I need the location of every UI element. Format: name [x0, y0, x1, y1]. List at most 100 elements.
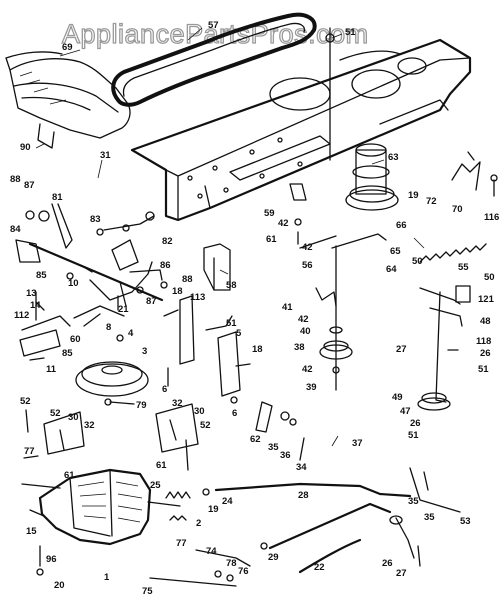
callout-60: 60: [70, 334, 81, 345]
callout-121: 121: [478, 294, 495, 305]
spring: [419, 243, 487, 263]
callout-22: 22: [314, 562, 325, 573]
drive-belt: [111, 12, 317, 107]
callout-112: 112: [14, 310, 29, 321]
callout-59: 59: [264, 208, 275, 219]
callout-24: 24: [222, 496, 233, 507]
callout-32: 32: [172, 398, 183, 409]
callout-76: 76: [238, 566, 249, 577]
callout-51: 51: [408, 430, 419, 441]
callout-38: 38: [294, 342, 305, 353]
callout-72: 72: [426, 196, 437, 207]
callout-118: 118: [476, 336, 491, 347]
callout-20: 20: [54, 580, 65, 591]
callout-26: 26: [382, 558, 393, 569]
engine-pulley: [345, 143, 399, 211]
idler-pulley: [319, 245, 353, 391]
callout-51: 51: [345, 27, 356, 38]
callout-88: 88: [10, 174, 21, 185]
callout-26: 26: [480, 348, 491, 359]
callout-52: 52: [200, 420, 211, 431]
callout-87: 87: [24, 180, 35, 191]
callout-82: 82: [162, 236, 173, 247]
callout-49: 49: [392, 392, 403, 403]
callout-83: 83: [90, 214, 101, 225]
callout-30: 30: [68, 412, 79, 423]
callout-56: 56: [302, 260, 313, 271]
callout-75: 75: [142, 586, 153, 597]
callout-57: 57: [208, 20, 219, 31]
callout-15: 15: [26, 526, 37, 537]
callout-61: 61: [266, 234, 277, 245]
callout-10: 10: [68, 278, 79, 289]
callout-19: 19: [208, 504, 219, 515]
callout-65: 65: [390, 246, 401, 257]
transaxle: [21, 468, 181, 546]
callout-87: 87: [146, 296, 157, 307]
callout-52: 52: [20, 396, 31, 407]
callout-35: 35: [408, 496, 419, 507]
callout-61: 61: [156, 460, 167, 471]
watermark-text: AppliancePartsPros.com: [62, 19, 369, 49]
callout-27: 27: [396, 568, 407, 579]
callout-2: 2: [196, 518, 201, 529]
callout-90: 90: [20, 142, 31, 153]
callout-30: 30: [194, 406, 205, 417]
callout-31: 31: [100, 150, 111, 161]
main-frame: [130, 38, 472, 222]
callout-51: 51: [226, 318, 237, 329]
callout-74: 74: [206, 546, 217, 557]
callout-26: 26: [410, 418, 421, 429]
callout-66: 66: [396, 220, 407, 231]
callout-52: 52: [50, 408, 61, 419]
callout-48: 48: [480, 316, 491, 327]
callout-27: 27: [396, 344, 407, 355]
callout-64: 64: [386, 264, 397, 275]
callout-70: 70: [452, 204, 463, 215]
callout-63: 63: [388, 152, 399, 163]
callout-4: 4: [128, 328, 134, 339]
callout-34: 34: [296, 462, 307, 473]
callout-58: 58: [226, 280, 237, 291]
clutch-linkage: [15, 203, 168, 302]
callout-40: 40: [300, 326, 311, 337]
leader-lines: [35, 27, 425, 447]
callout-77: 77: [176, 538, 187, 549]
callout-11: 11: [46, 364, 57, 375]
callout-29: 29: [268, 552, 279, 563]
callout-32: 32: [84, 420, 95, 431]
callout-62: 62: [250, 434, 261, 445]
callout-1: 1: [104, 572, 110, 583]
callout-5: 5: [236, 328, 242, 339]
callout-42: 42: [302, 242, 313, 253]
callout-53: 53: [460, 516, 471, 527]
callout-69: 69: [62, 42, 73, 53]
callout-88: 88: [182, 274, 193, 285]
callout-86: 86: [160, 260, 171, 271]
callout-50: 50: [484, 272, 495, 283]
callout-3: 3: [142, 346, 147, 357]
callout-36: 36: [280, 450, 291, 461]
callout-35: 35: [268, 442, 279, 453]
callout-42: 42: [278, 218, 289, 229]
callout-81: 81: [52, 192, 63, 203]
callout-14: 14: [30, 300, 41, 311]
callout-51: 51: [478, 364, 489, 375]
callout-85: 85: [62, 348, 73, 359]
callout-116: 116: [484, 212, 499, 223]
callout-41: 41: [282, 302, 293, 313]
callout-18: 18: [172, 286, 183, 297]
clutch-pulley: [75, 334, 149, 397]
callout-113: 113: [190, 292, 205, 303]
callout-25: 25: [150, 480, 161, 491]
callout-13: 13: [26, 288, 37, 299]
callout-18: 18: [252, 344, 263, 355]
callout-37: 37: [352, 438, 363, 449]
callout-79: 79: [136, 400, 147, 411]
callout-labels: 57 69 51 90 31 63 88 87 81 83 82 84 85 8…: [10, 20, 499, 597]
callout-19: 19: [408, 190, 419, 201]
callout-6: 6: [232, 408, 237, 419]
callout-35: 35: [424, 512, 435, 523]
callout-6: 6: [162, 384, 167, 395]
